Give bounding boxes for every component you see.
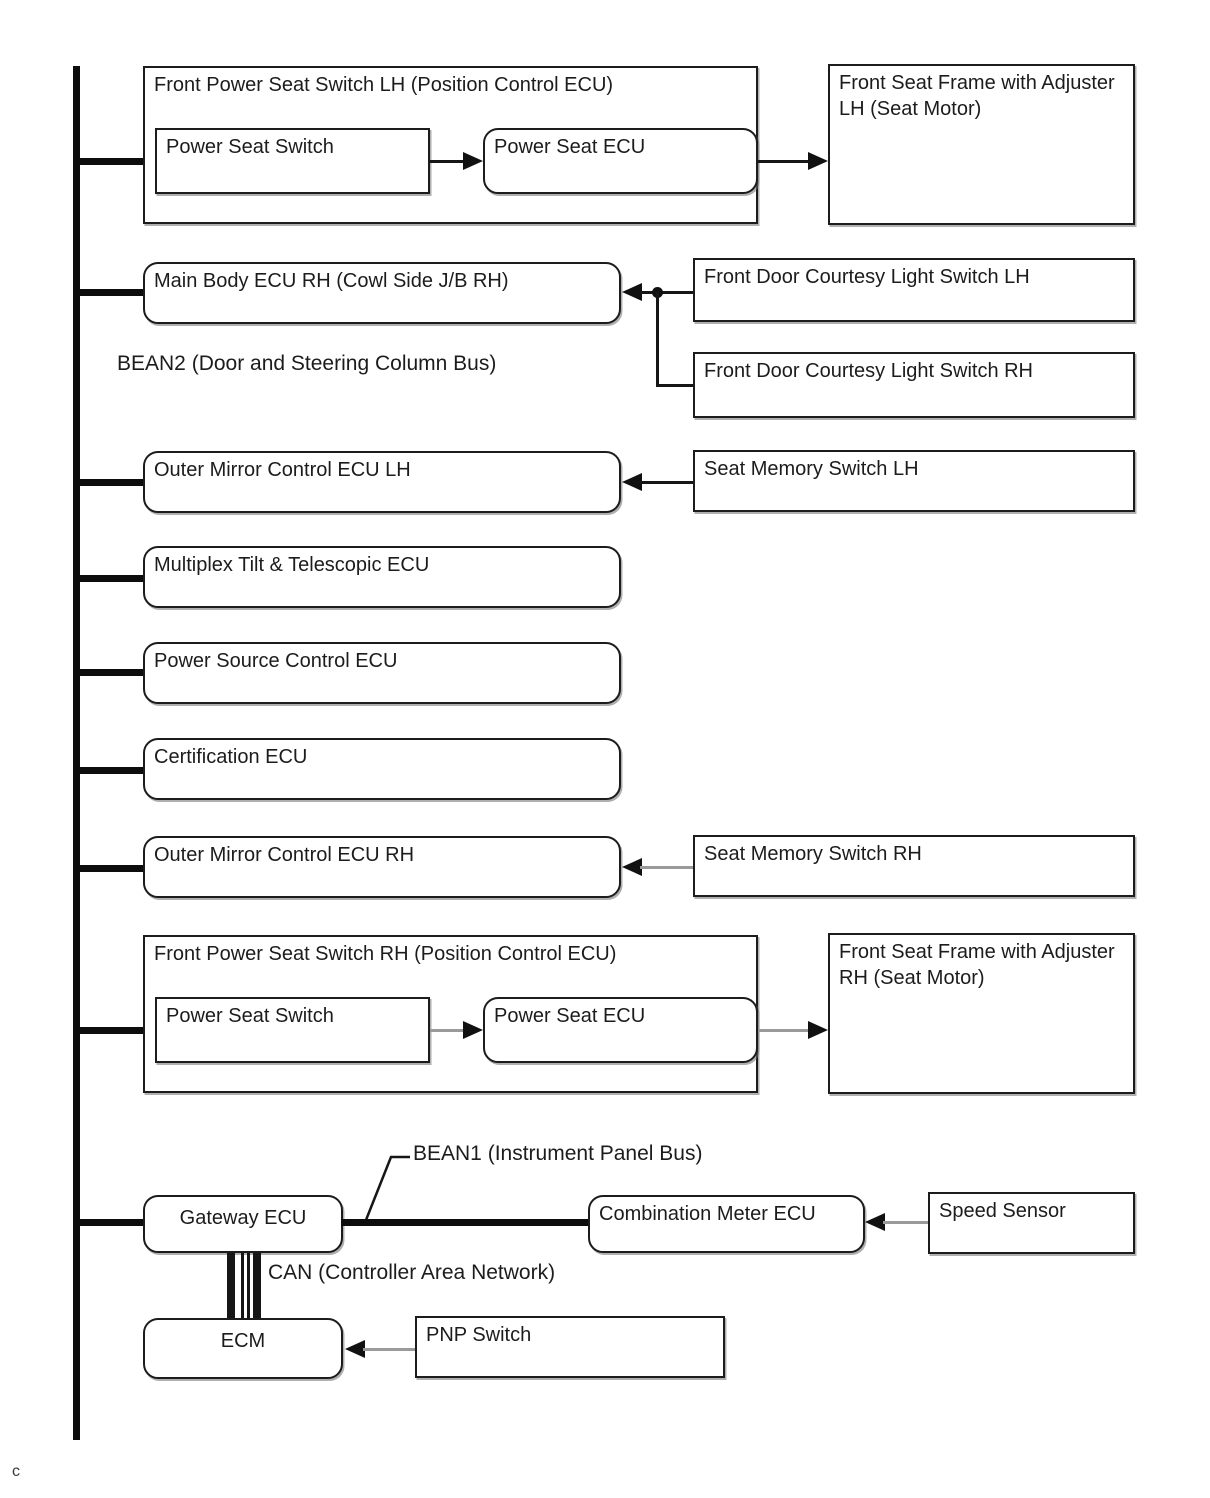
bean1-trunk-line bbox=[341, 1219, 590, 1226]
connector-courtesy-branch bbox=[656, 292, 659, 386]
arrowhead-right-icon bbox=[463, 152, 483, 170]
node-seat-memory-switch-lh: Seat Memory Switch LH bbox=[693, 450, 1135, 512]
bus-stub-power-source bbox=[76, 669, 145, 676]
node-speed-sensor: Speed Sensor bbox=[928, 1192, 1135, 1254]
arrowhead-right-icon bbox=[808, 152, 828, 170]
main-bus-line bbox=[73, 66, 80, 1440]
node-certification-ecu: Certification ECU bbox=[143, 738, 621, 800]
node-label: Front Power Seat Switch RH (Position Con… bbox=[154, 943, 617, 965]
node-front-seat-frame-rh: Front Seat Frame with Adjuster RH (Seat … bbox=[828, 933, 1135, 1094]
connector-ecu-to-frame-rh bbox=[758, 1029, 810, 1032]
page-corner-mark: c bbox=[12, 1463, 20, 1480]
connector-switch-to-ecu-rh bbox=[430, 1029, 465, 1032]
can-trunk-line bbox=[227, 1253, 235, 1318]
node-main-body-ecu-rh: Main Body ECU RH (Cowl Side J/B RH) bbox=[143, 262, 621, 324]
node-power-seat-ecu-rh: Power Seat ECU bbox=[483, 997, 758, 1063]
can-trunk-line bbox=[253, 1253, 261, 1318]
node-label: Front Seat Frame with Adjuster LH (Seat … bbox=[839, 72, 1115, 120]
arrowhead-left-icon bbox=[622, 858, 642, 876]
node-seat-memory-switch-rh: Seat Memory Switch RH bbox=[693, 835, 1135, 897]
node-power-seat-switch-lh: Power Seat Switch bbox=[155, 128, 430, 194]
node-label: Gateway ECU bbox=[179, 1207, 307, 1229]
node-power-seat-switch-rh: Power Seat Switch bbox=[155, 997, 430, 1063]
connector-courtesy-rh bbox=[656, 384, 693, 387]
node-label: Power Seat ECU bbox=[494, 1005, 646, 1027]
node-label: Speed Sensor bbox=[939, 1200, 1066, 1222]
node-label: Seat Memory Switch LH bbox=[704, 458, 919, 480]
node-label: ECM bbox=[220, 1330, 266, 1352]
connector-pnp-switch bbox=[363, 1348, 415, 1351]
connector-courtesy-lh bbox=[640, 291, 693, 294]
node-label: Outer Mirror Control ECU RH bbox=[154, 844, 415, 866]
node-label: Multiplex Tilt & Telescopic ECU bbox=[154, 554, 430, 576]
bus-stub-front-power-seat-lh bbox=[76, 158, 145, 165]
bus-stub-outer-mirror-rh bbox=[76, 865, 145, 872]
node-front-door-courtesy-light-switch-rh: Front Door Courtesy Light Switch RH bbox=[693, 352, 1135, 418]
bus-stub-multiplex-tilt bbox=[76, 575, 145, 582]
connector-seat-memory-rh bbox=[640, 866, 693, 869]
bus-stub-gateway bbox=[76, 1219, 145, 1226]
node-label: Front Door Courtesy Light Switch RH bbox=[704, 360, 1034, 382]
node-label: Certification ECU bbox=[154, 746, 308, 768]
node-label: Power Source Control ECU bbox=[154, 650, 398, 672]
node-label: Power Seat ECU bbox=[494, 136, 646, 158]
connector-speed-sensor bbox=[883, 1221, 928, 1224]
node-combination-meter-ecu: Combination Meter ECU bbox=[588, 1195, 865, 1253]
connector-ecu-to-frame-lh bbox=[758, 160, 810, 163]
arrowhead-right-icon bbox=[463, 1021, 483, 1039]
node-multiplex-tilt-telescopic-ecu: Multiplex Tilt & Telescopic ECU bbox=[143, 546, 621, 608]
node-pnp-switch: PNP Switch bbox=[415, 1316, 725, 1378]
node-label: Combination Meter ECU bbox=[599, 1203, 816, 1225]
arrowhead-left-icon bbox=[622, 473, 642, 491]
node-front-seat-frame-lh: Front Seat Frame with Adjuster LH (Seat … bbox=[828, 64, 1135, 225]
node-label: Front Seat Frame with Adjuster RH (Seat … bbox=[839, 941, 1115, 989]
connector-switch-to-ecu-lh bbox=[430, 160, 465, 163]
arrowhead-left-icon bbox=[622, 283, 642, 301]
arrowhead-left-icon bbox=[345, 1340, 365, 1358]
bus-stub-front-power-seat-rh bbox=[76, 1027, 145, 1034]
node-label: Power Seat Switch bbox=[166, 136, 334, 158]
node-power-seat-ecu-lh: Power Seat ECU bbox=[483, 128, 758, 194]
connector-seat-memory-lh bbox=[640, 481, 693, 484]
node-gateway-ecu: Gateway ECU bbox=[143, 1195, 343, 1253]
bus-stub-main-body-ecu bbox=[76, 289, 145, 296]
node-label: Main Body ECU RH (Cowl Side J/B RH) bbox=[154, 270, 509, 292]
bean1-bus-label: BEAN1 (Instrument Panel Bus) bbox=[413, 1142, 703, 1165]
bus-stub-certification bbox=[76, 767, 145, 774]
can-bus-label: CAN (Controller Area Network) bbox=[268, 1261, 556, 1284]
node-label: Seat Memory Switch RH bbox=[704, 843, 922, 865]
node-front-door-courtesy-light-switch-lh: Front Door Courtesy Light Switch LH bbox=[693, 258, 1135, 322]
node-label: Front Door Courtesy Light Switch LH bbox=[704, 266, 1030, 288]
node-label: Outer Mirror Control ECU LH bbox=[154, 459, 411, 481]
node-label: PNP Switch bbox=[426, 1324, 532, 1346]
bus-stub-outer-mirror-lh bbox=[76, 479, 145, 486]
node-outer-mirror-control-ecu-lh: Outer Mirror Control ECU LH bbox=[143, 451, 621, 513]
node-outer-mirror-control-ecu-rh: Outer Mirror Control ECU RH bbox=[143, 836, 621, 898]
node-ecm: ECM bbox=[143, 1318, 343, 1379]
arrowhead-right-icon bbox=[808, 1021, 828, 1039]
bean2-bus-label: BEAN2 (Door and Steering Column Bus) bbox=[117, 352, 497, 375]
node-label: Power Seat Switch bbox=[166, 1005, 334, 1027]
node-label: Front Power Seat Switch LH (Position Con… bbox=[154, 74, 614, 96]
can-trunk-line bbox=[247, 1253, 250, 1318]
can-trunk-line bbox=[241, 1253, 244, 1318]
node-power-source-control-ecu: Power Source Control ECU bbox=[143, 642, 621, 704]
arrowhead-left-icon bbox=[865, 1213, 885, 1231]
